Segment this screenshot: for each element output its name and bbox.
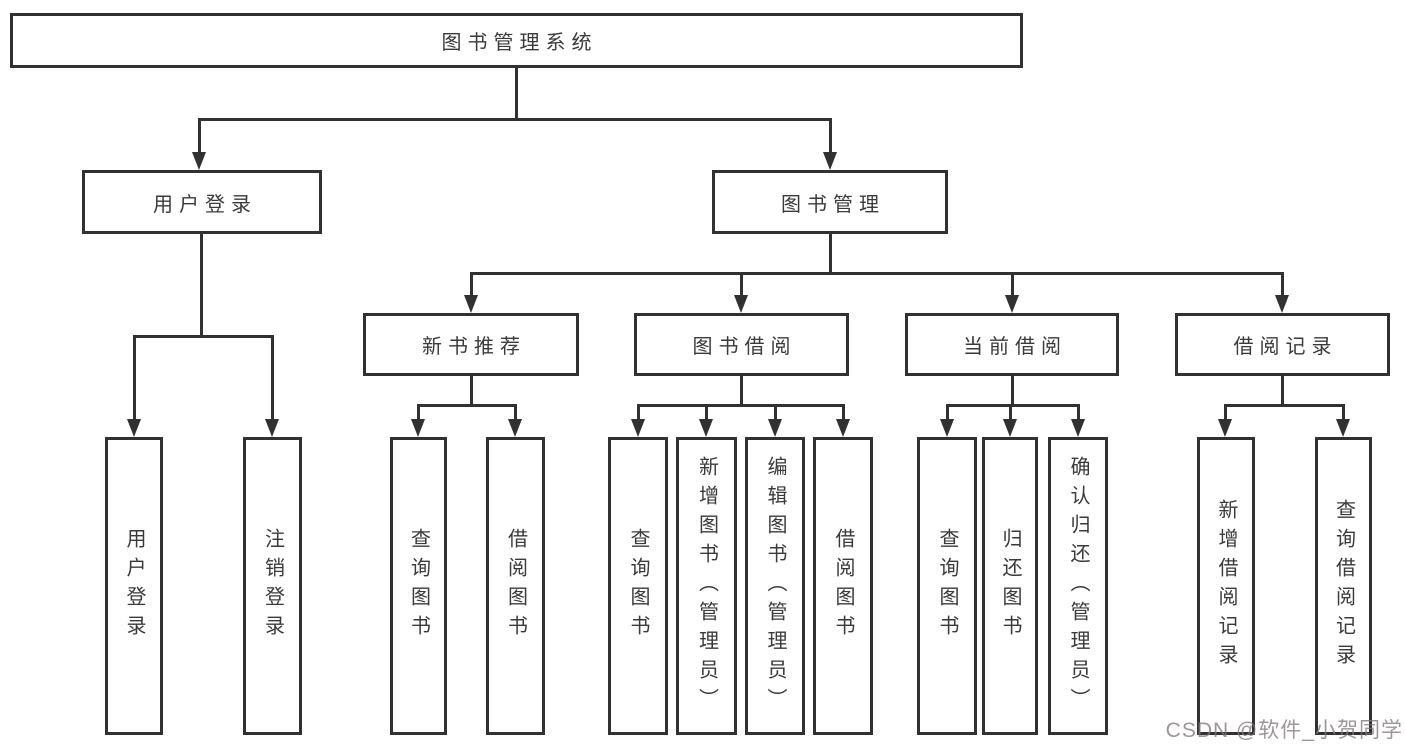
leaf-add-borrow-record-label: 新增借阅记录: [1215, 499, 1237, 673]
connector-line: [132, 335, 274, 338]
node-user-login-label: 用户登录: [153, 193, 257, 216]
leaf-edit-book-admin: 编辑图书（管理员）: [745, 437, 805, 735]
connector-line: [636, 404, 845, 407]
node-current-borrowing: 当前借阅: [905, 313, 1119, 376]
connector-line: [773, 404, 777, 422]
connector-line: [945, 404, 1080, 407]
connector-line: [828, 118, 832, 155]
leaf-logout-label: 注销登录: [261, 528, 284, 644]
arrow-head-icon: [939, 419, 954, 437]
leaf-confirm-return-admin-label: 确认归还（管理员）: [1067, 455, 1089, 717]
connector-line: [1280, 272, 1284, 300]
connector-line: [1280, 376, 1284, 407]
connector-line: [416, 404, 517, 407]
node-book-management-label: 图书管理: [781, 193, 885, 216]
arrow-head-icon: [835, 419, 850, 437]
node-borrowing-records: 借阅记录: [1175, 313, 1390, 376]
arrow-head-icon: [463, 295, 478, 313]
leaf-borrow-books-recommend: 借阅图书: [486, 437, 545, 735]
connector-line: [416, 404, 420, 422]
connector-line: [1008, 404, 1012, 422]
arrow-head-icon: [767, 419, 782, 437]
connector-line: [841, 404, 845, 422]
arrow-head-icon: [126, 419, 141, 437]
arrow-head-icon: [1217, 419, 1232, 437]
connector-line: [945, 404, 949, 422]
node-current-borrowing-label: 当前借阅: [963, 336, 1067, 358]
connector-line: [636, 404, 640, 422]
node-new-book-recommend-label: 新书推荐: [422, 336, 526, 358]
node-book-borrowing-label: 图书借阅: [692, 336, 797, 358]
arrow-head-icon: [630, 419, 645, 437]
connector-line: [513, 404, 517, 422]
leaf-borrow-books-borrowing-label: 借阅图书: [832, 528, 854, 644]
arrow-head-icon: [1004, 295, 1019, 313]
connector-line: [469, 272, 473, 300]
arrow-head-icon: [1274, 295, 1289, 313]
connector-line: [704, 404, 708, 422]
leaf-add-borrow-record: 新增借阅记录: [1197, 437, 1255, 735]
leaf-query-books-recommend-label: 查询图书: [407, 528, 430, 644]
arrow-head-icon: [1002, 419, 1017, 437]
node-book-borrowing: 图书借阅: [634, 313, 849, 376]
leaf-logout: 注销登录: [243, 437, 302, 735]
node-user-login: 用户登录: [82, 170, 322, 234]
arrow-head-icon: [410, 419, 425, 437]
leaf-borrow-books-recommend-label: 借阅图书: [504, 528, 527, 644]
node-book-management: 图书管理: [712, 170, 948, 234]
leaf-edit-book-admin-label: 编辑图书（管理员）: [764, 455, 786, 717]
connector-line: [1341, 404, 1345, 422]
connector-line: [1223, 404, 1345, 407]
leaf-query-books-current: 查询图书: [917, 437, 977, 735]
connector-line: [197, 118, 832, 121]
node-borrowing-records-label: 借阅记录: [1233, 336, 1338, 358]
connector-line: [514, 68, 518, 120]
arrow-head-icon: [264, 419, 279, 437]
arrow-head-icon: [507, 419, 522, 437]
csdn-watermark: CSDN @软件_小贺同学: [1165, 719, 1403, 742]
connector-line: [828, 234, 832, 275]
leaf-confirm-return-admin: 确认归还（管理员）: [1048, 437, 1108, 735]
leaf-add-book-admin: 新增图书（管理员）: [676, 437, 737, 735]
node-new-book-recommend: 新书推荐: [363, 313, 579, 376]
arrow-head-icon: [1070, 419, 1085, 437]
connector-line: [1010, 376, 1014, 407]
connector-line: [1010, 272, 1014, 300]
connector-line: [270, 335, 274, 422]
arrow-head-icon: [1335, 419, 1350, 437]
leaf-query-borrow-record-label: 查询借阅记录: [1332, 499, 1355, 673]
leaf-return-book-label: 归还图书: [999, 528, 1021, 644]
connector-line: [1223, 404, 1227, 422]
connector-line: [199, 234, 203, 338]
leaf-user-login-label: 用户登录: [123, 528, 145, 644]
leaf-user-login: 用户登录: [105, 437, 163, 735]
leaf-query-borrow-record: 查询借阅记录: [1315, 437, 1372, 735]
arrow-head-icon: [191, 152, 206, 170]
connector-line: [197, 118, 201, 155]
connector-line: [469, 376, 473, 407]
arrow-head-icon: [698, 419, 713, 437]
node-root: 图书管理系统: [10, 13, 1023, 68]
leaf-query-books-current-label: 查询图书: [936, 528, 958, 644]
arrow-head-icon: [733, 295, 748, 313]
leaf-query-books-recommend: 查询图书: [390, 437, 447, 735]
connector-line: [132, 335, 136, 422]
leaf-query-books-borrowing-label: 查询图书: [627, 528, 649, 644]
node-root-label: 图书管理系统: [441, 32, 598, 54]
connector-line: [1076, 404, 1080, 422]
connector-line: [739, 272, 743, 300]
leaf-return-book: 归还图书: [982, 437, 1038, 735]
connector-line: [469, 272, 1284, 275]
leaf-add-book-admin-label: 新增图书（管理员）: [695, 455, 718, 717]
leaf-borrow-books-borrowing: 借阅图书: [813, 437, 873, 735]
connector-line: [739, 376, 743, 407]
leaf-query-books-borrowing: 查询图书: [608, 437, 668, 735]
arrow-head-icon: [822, 152, 837, 170]
